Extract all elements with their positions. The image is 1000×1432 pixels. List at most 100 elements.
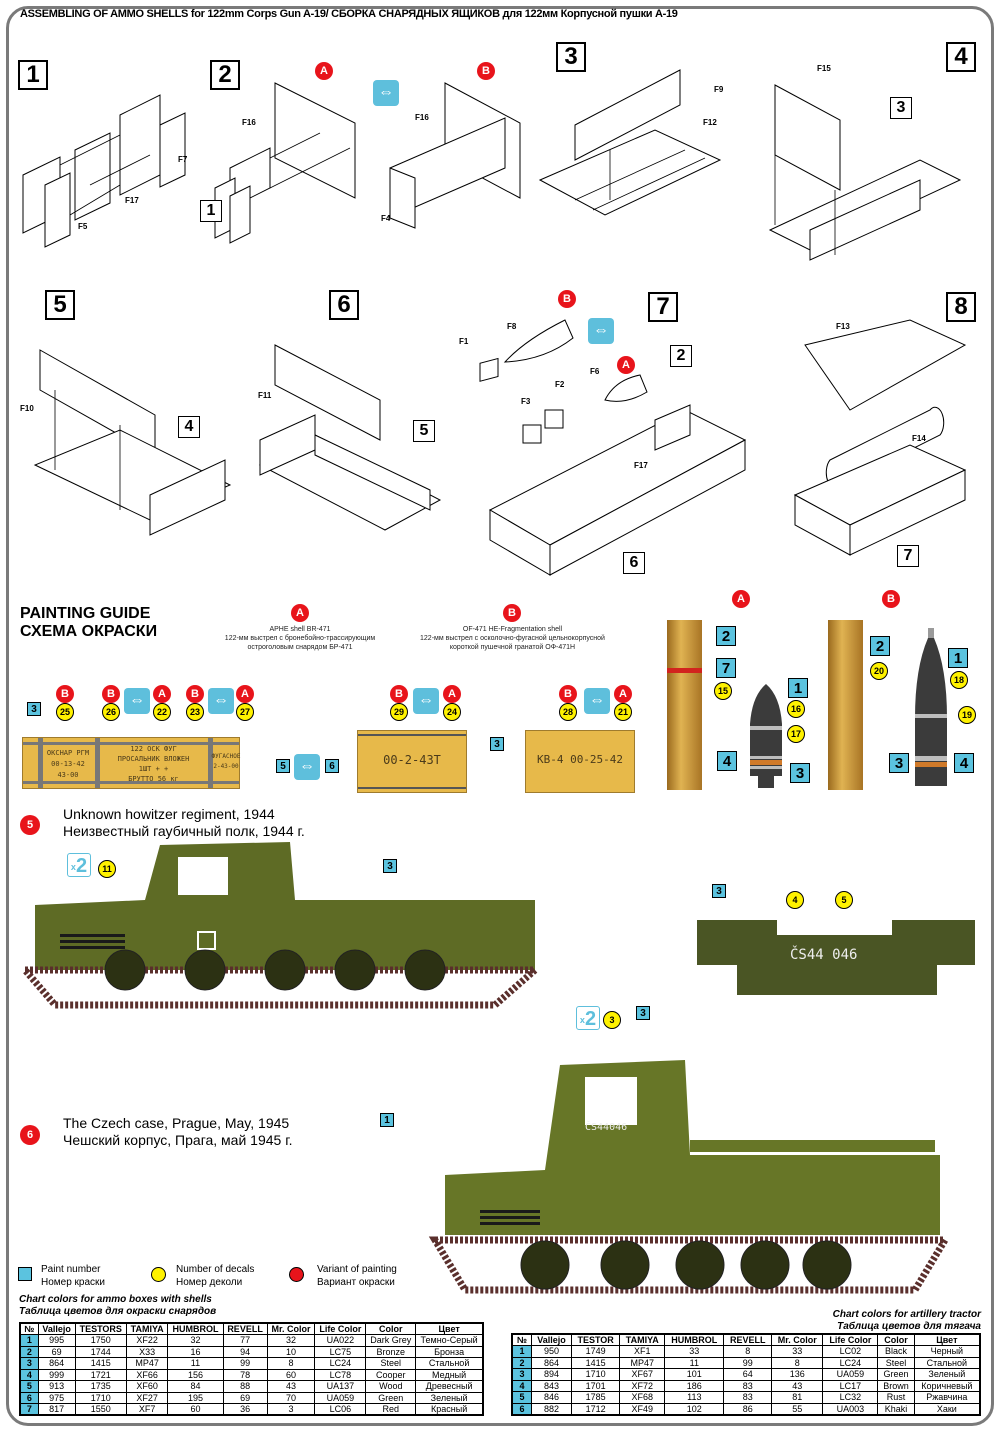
table-cell: 1710 <box>74 1391 127 1404</box>
table-cell: Древесный <box>415 1380 484 1393</box>
table-cell: Красный <box>415 1403 484 1416</box>
variant-swatch-icon <box>289 1267 304 1282</box>
paint-number-cell: 2 <box>511 1356 533 1369</box>
step-5-drawing <box>33 349 232 536</box>
hull-marking: ČS44046 <box>585 1122 628 1133</box>
swap-icon: ⇔ <box>294 754 320 780</box>
table-cell: 69 <box>37 1345 76 1358</box>
paint-number-cell: 3 <box>511 1368 533 1381</box>
shell-b-projectile <box>915 628 947 786</box>
legend-en: Paint number <box>41 1264 101 1275</box>
decal-marker: 20 <box>870 662 888 680</box>
ammo-table-title: Chart colors for ammo boxes with shells … <box>19 1294 216 1318</box>
multiplier-value: 2 <box>75 855 88 877</box>
table-cell: XF1 <box>619 1345 666 1358</box>
table-cell: Зеленый <box>913 1368 981 1381</box>
table-cell: Khaki <box>877 1402 915 1415</box>
table-cell: LC75 <box>314 1345 367 1358</box>
crate-stencil-left: ОКСНАР РГМ 00-13-42 43-00 <box>43 748 93 781</box>
paint-number-cell: 2 <box>19 1345 39 1358</box>
table-cell: UA022 <box>314 1334 367 1347</box>
table-cell: 70 <box>266 1391 316 1404</box>
table-cell: Black <box>877 1345 915 1358</box>
table-cell: Черный <box>913 1345 981 1358</box>
table-cell: 846 <box>531 1391 572 1404</box>
table-cell: Стальной <box>415 1357 484 1370</box>
ammo-crate-right: КВ-4 00-25-42 <box>525 730 635 793</box>
column-header: № <box>19 1322 39 1335</box>
shell-a-casing <box>667 620 702 790</box>
paint-marker: 7 <box>716 658 736 678</box>
table-cell: Cooper <box>365 1368 417 1381</box>
title-ru: СХЕМА ОКРАСКИ <box>20 623 158 640</box>
paint-marker: 1 <box>948 648 968 668</box>
desc-line: короткой пушечной гранатой ОФ-471Н <box>449 644 576 651</box>
decal-marker: 4 <box>786 891 804 909</box>
decal-marker: 15 <box>714 682 732 700</box>
step-number: 2 <box>210 60 240 90</box>
table-cell: 1712 <box>570 1402 621 1415</box>
table-cell: 10 <box>266 1345 316 1358</box>
table-cell: 16 <box>167 1345 224 1358</box>
column-header: Цвет <box>913 1333 981 1346</box>
decal-marker: 26 <box>102 703 120 721</box>
column-header: TESTORS <box>74 1322 127 1335</box>
paint-marker: 3 <box>490 737 504 751</box>
table-cell: XF27 <box>125 1391 169 1404</box>
part-label: F16 <box>242 118 256 127</box>
table-cell: 88 <box>222 1380 268 1393</box>
stencil-line: 00-13-42 <box>51 760 85 768</box>
swap-icon: ⇔ <box>208 688 234 714</box>
table-cell: 83 <box>723 1379 772 1392</box>
table-cell: 864 <box>531 1356 572 1369</box>
stencil-line: 2-43-00 <box>213 763 239 770</box>
variant-b-badge: B <box>882 590 900 608</box>
table-cell: 99 <box>723 1356 772 1369</box>
stencil-line: ОКСНАР РГМ <box>46 749 90 757</box>
step-reference: 4 <box>178 416 200 438</box>
table-cell: LC17 <box>822 1379 879 1392</box>
table-cell: XF49 <box>619 1402 666 1415</box>
table-cell: 86 <box>723 1402 772 1415</box>
column-header: Vallejo <box>37 1322 76 1335</box>
table-cell: UA003 <box>822 1402 879 1415</box>
shell-b-casing <box>828 620 863 790</box>
ammo-crate-long: ОКСНАР РГМ 00-13-42 43-00 122 ОСК ФУГ ПР… <box>22 737 240 789</box>
step-number: 4 <box>946 42 976 72</box>
legend-en: Variant of painting <box>317 1264 397 1275</box>
stencil-line: ФУГАСНОЕ <box>211 753 241 760</box>
paint-marker: 1 <box>380 1113 394 1127</box>
variant-b-badge: B <box>559 685 577 703</box>
part-label: F12 <box>703 118 717 127</box>
paint-marker: 4 <box>717 751 737 771</box>
decal-marker: 5 <box>835 891 853 909</box>
rear-marking: ČS44 046 <box>790 947 858 963</box>
variant-a-badge: A <box>732 590 750 608</box>
variant-a-badge: A <box>617 356 635 374</box>
tractor-side-view-1945 <box>428 1060 952 1294</box>
title-en: The Czech case, Prague, May, 1945 <box>63 1115 290 1131</box>
part-label: F14 <box>912 434 926 443</box>
legend-decal: Number of decals Номер деколи <box>151 1263 254 1289</box>
part-label: F3 <box>521 397 531 406</box>
decal-marker: 21 <box>614 703 632 721</box>
step-number: 3 <box>556 42 586 72</box>
swap-icon: ⇔ <box>413 688 439 714</box>
table-cell: 43 <box>770 1379 824 1392</box>
table-cell: Rust <box>877 1391 915 1404</box>
desc-line: 122-мм выстрел с бронебойно-трассирующим <box>224 635 376 642</box>
title-ru: Таблица цветов для окраски снарядов <box>19 1306 217 1317</box>
decal-marker: 11 <box>98 860 116 878</box>
page-frame <box>6 6 994 1426</box>
desc-line: остроголовым снарядом БР-471 <box>247 644 353 651</box>
part-label: F1 <box>459 337 469 346</box>
decal-marker: 18 <box>950 671 968 689</box>
table-cell: 60 <box>167 1403 224 1416</box>
table-cell: 186 <box>664 1379 725 1392</box>
